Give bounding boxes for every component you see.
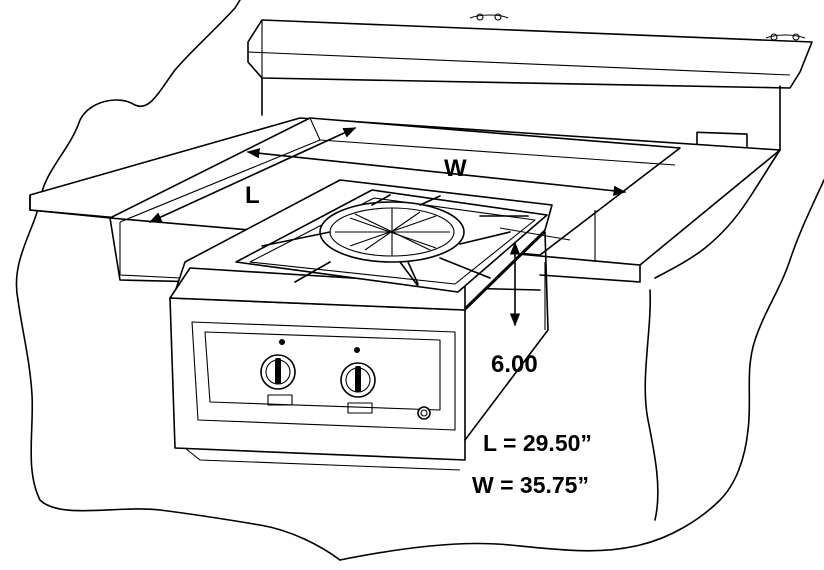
width-spec-label: W = 35.75” <box>472 472 589 498</box>
depth-dimension-line <box>499 227 571 327</box>
hinge-right <box>765 33 806 41</box>
igniter-button <box>417 406 431 420</box>
depth-label: 6.00 <box>491 351 538 378</box>
w-marker-label: W <box>444 155 467 182</box>
control-knob-left <box>260 339 296 406</box>
island-outline <box>15 0 824 561</box>
side-burner-unit <box>169 179 553 471</box>
length-spec-label: L = 29.50” <box>483 430 592 456</box>
l-marker-label: L <box>245 182 260 209</box>
hinge-left <box>469 13 509 21</box>
l-dimension-line <box>148 127 357 223</box>
control-knob-right <box>340 347 376 414</box>
burner-grate <box>319 201 465 263</box>
